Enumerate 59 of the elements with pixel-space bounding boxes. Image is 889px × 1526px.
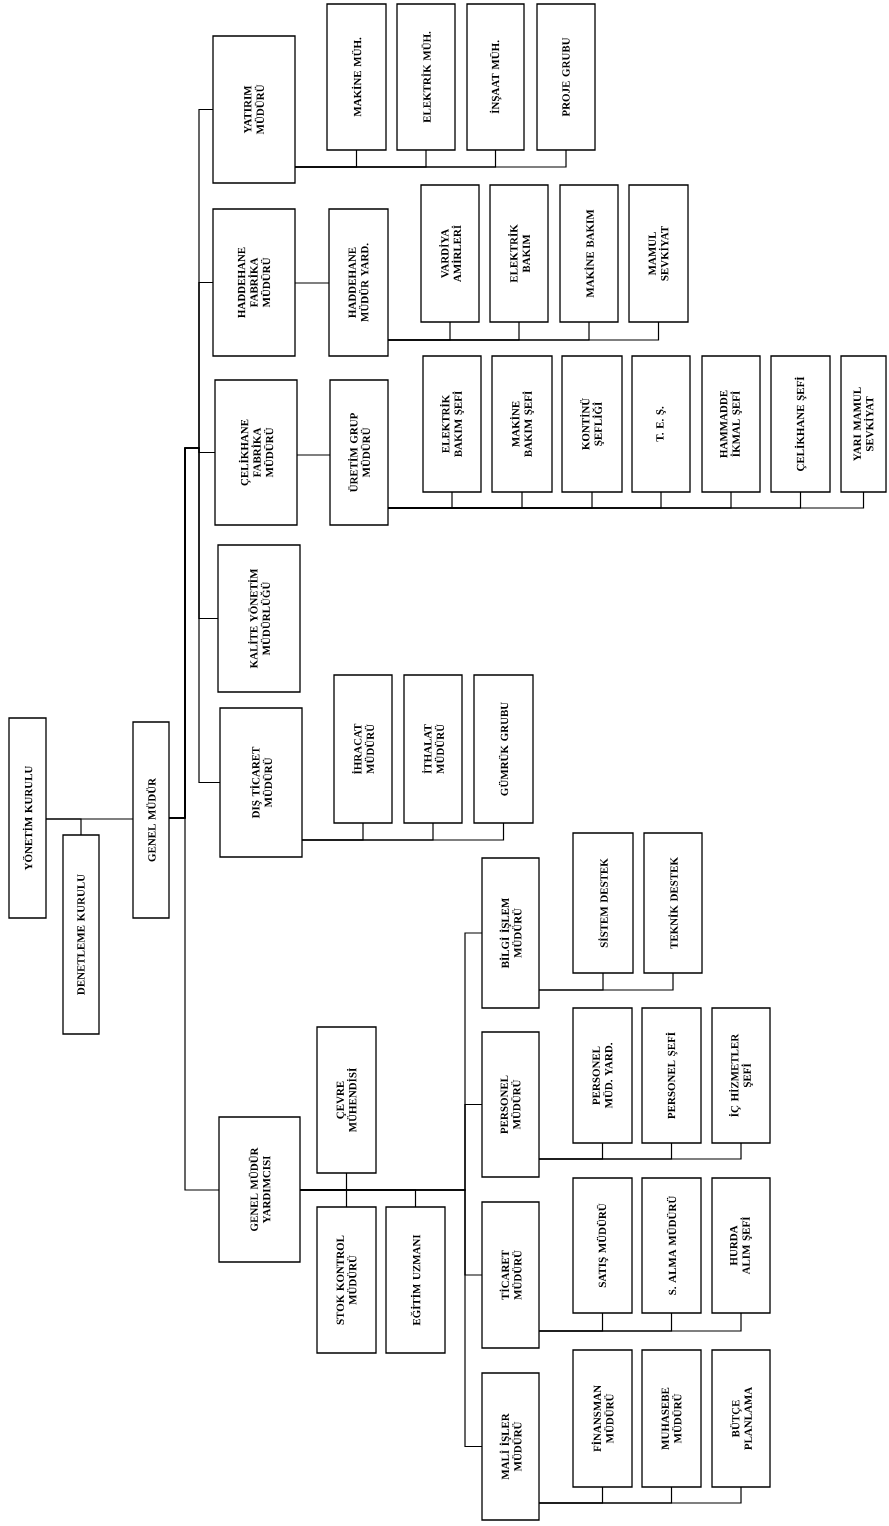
org-box: KONTİNÜ ŞEFLİĞİ <box>561 355 623 493</box>
org-box: BÜTÇE PLANLAMA <box>711 1349 771 1488</box>
org-box: ÇELİKHANE FABRİKA MÜDÜRÜ <box>214 379 298 526</box>
org-box: DENETLEME KURULU <box>62 834 100 1035</box>
org-box: MALİ İŞLER MÜDÜRÜ <box>481 1372 540 1521</box>
org-box: HADDEHANE MÜDÜR YARD. <box>328 208 389 357</box>
connector-line <box>294 282 330 284</box>
org-box: BİLGİ İŞLEM MÜDÜRÜ <box>481 857 540 1009</box>
org-box: İHRACAT MÜDÜRÜ <box>333 674 393 824</box>
org-box: MAKİNE BAKIM <box>559 184 619 323</box>
org-box: GÜMRÜK GRUBU <box>473 674 534 824</box>
connector-line <box>168 817 220 1191</box>
org-box: PERSONEL MÜD. YARD. <box>572 1007 633 1144</box>
org-box: SİSTEM DESTEK <box>572 832 634 974</box>
org-box: TİCARET MÜDÜRÜ <box>481 1201 540 1349</box>
org-box: EĞİTİM UZMANI <box>385 1206 446 1354</box>
org-box: VARDİYA AMİRLERİ <box>420 184 480 323</box>
org-box: SATIŞ MÜDÜRÜ <box>572 1177 633 1314</box>
org-box: ÜRETİM GRUP MÜDÜRÜ <box>329 379 389 526</box>
org-box: T. E. Ş. <box>631 355 691 493</box>
connector-line <box>299 1189 483 1448</box>
org-box: ELEKTRİK BAKIM <box>489 184 549 323</box>
connector-line <box>301 822 505 841</box>
org-box: GENEL MÜDÜR YARDIMCISI <box>218 1116 301 1263</box>
connector-line <box>294 149 567 168</box>
connector-line <box>538 1142 742 1160</box>
org-box: PERSONEL ŞEFİ <box>641 1007 702 1144</box>
org-box: MAMUL SEVKİYAT <box>628 184 689 323</box>
org-box: İNŞAAT MÜH. <box>466 3 525 151</box>
org-box: FİNANSMAN MÜDÜRÜ <box>572 1349 633 1488</box>
org-box: S. ALMA MÜDÜRÜ <box>641 1177 702 1314</box>
org-box: KALİTE YÖNETİM MÜDÜRLÜĞÜ <box>217 544 301 693</box>
org-box: STOK KONTROL MÜDÜRÜ <box>316 1206 377 1354</box>
org-box: GENEL MÜDÜR <box>132 721 170 919</box>
org-box: YATIRIM MÜDÜRÜ <box>212 35 296 184</box>
connector-line <box>538 1486 742 1504</box>
org-box: TEKNİK DESTEK <box>643 832 703 974</box>
org-box: PROJE GRUBU <box>536 3 596 151</box>
connector-line <box>45 818 134 820</box>
org-box: İTHALAT MÜDÜRÜ <box>403 674 463 824</box>
org-box: PERSONEL MÜDÜRÜ <box>481 1031 540 1178</box>
org-box: YARI MAMUL SEVKİYAT <box>840 355 887 493</box>
org-box: MAKİNE MÜH. <box>326 3 387 151</box>
org-box: HURDA ALIM ŞEFİ <box>711 1177 771 1314</box>
org-box: İÇ HİZMETLER ŞEFİ <box>711 1007 771 1144</box>
org-box: MUHASEBE MÜDÜRÜ <box>641 1349 702 1488</box>
org-box: ÇEVRE MÜHENDİSİ <box>316 1026 377 1174</box>
org-box: ELEKTRİK BAKIM ŞEFİ <box>422 355 482 493</box>
org-box: ÇELİKHANE ŞEFİ <box>770 355 831 493</box>
connector-line <box>538 972 674 991</box>
org-box: YÖNETİM KURULU <box>8 717 47 919</box>
connector-line <box>538 1312 742 1332</box>
connector-line <box>296 454 331 456</box>
connector-line <box>387 321 660 341</box>
org-box: HAMMADDE İKMAL ŞEFİ <box>701 355 761 493</box>
org-box: DIŞ TİCARET MÜDÜRÜ <box>219 707 303 858</box>
org-box: HADDEHANE FABRİKA MÜDÜRÜ <box>212 208 296 357</box>
org-box: MAKİNE BAKIM ŞEFİ <box>491 355 553 493</box>
org-box: ELEKTRİK MÜH. <box>396 3 456 151</box>
